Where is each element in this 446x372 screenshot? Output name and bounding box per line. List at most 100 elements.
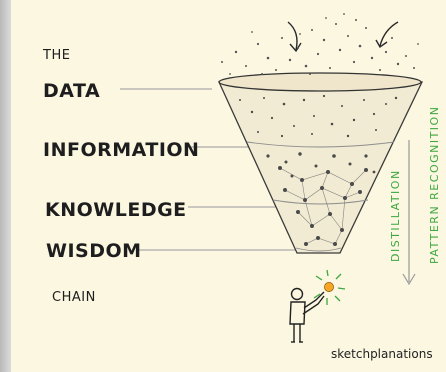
data-dot: [372, 170, 376, 174]
data-dot: [330, 122, 334, 126]
data-dot: [283, 188, 287, 192]
data-dot: [299, 33, 301, 35]
label-data: DATA: [43, 80, 101, 102]
stick-figure: [289, 287, 325, 343]
data-dot: [335, 23, 337, 25]
data-dot: [343, 196, 347, 200]
funnel-band-1: [246, 141, 395, 148]
data-dot: [352, 118, 356, 122]
data-dot: [391, 37, 393, 39]
data-dot: [340, 228, 344, 232]
data-dot: [288, 58, 292, 62]
data-dot: [303, 198, 307, 202]
data-dot: [314, 164, 318, 168]
label-pattern-recognition: PATTERN RECOGNITION: [428, 105, 441, 264]
funnel-rim: [218, 72, 422, 92]
data-dot: [251, 31, 253, 33]
data-dot: [372, 112, 376, 116]
data-dot: [278, 166, 282, 170]
label-chain: CHAIN: [52, 290, 96, 305]
data-dot: [350, 182, 354, 186]
data-dot: [328, 212, 332, 216]
data-dot: [322, 94, 326, 98]
data-dot: [320, 186, 324, 190]
label-knowledge: KNOWLEDGE: [45, 199, 187, 221]
data-dot: [365, 27, 367, 29]
data-dot: [293, 125, 295, 127]
arrow-left: [287, 21, 298, 51]
downward-arrow: [402, 140, 416, 286]
data-dot: [316, 52, 320, 56]
data-dot: [275, 69, 277, 71]
data-dot: [302, 98, 306, 102]
data-dot: [358, 44, 362, 48]
data-dot: [333, 242, 337, 246]
data-dot: [375, 129, 377, 131]
figure-body: [289, 301, 306, 325]
data-dot: [256, 42, 260, 46]
data-dot: [257, 131, 259, 133]
data-dot: [316, 236, 320, 240]
data-dot: [266, 154, 270, 158]
wisdom-gem: [324, 282, 334, 292]
data-dot: [370, 56, 374, 60]
data-dot: [300, 178, 304, 182]
figure-arm-2: [302, 295, 325, 315]
data-dot: [322, 38, 326, 42]
data-dot: [245, 65, 247, 67]
data-dot: [364, 168, 368, 172]
funnel-band-3: [295, 247, 342, 252]
data-dot: [379, 69, 381, 71]
data-dot: [338, 48, 342, 52]
data-dot: [239, 99, 241, 101]
data-dot: [298, 152, 302, 156]
data-dot: [396, 62, 400, 66]
label-the: THE: [43, 48, 71, 63]
data-dot: [405, 55, 407, 57]
data-dot: [270, 116, 274, 120]
label-information: INFORMATION: [43, 139, 200, 161]
data-dot: [263, 97, 265, 99]
data-dot: [304, 242, 308, 246]
funnel-inner-dots: [239, 94, 398, 246]
falling-data-dots: [221, 13, 419, 75]
data-dot: [313, 115, 315, 117]
data-dot: [358, 190, 362, 194]
data-dot: [284, 160, 288, 164]
credit-signature: sketchplanations: [331, 347, 433, 361]
data-dot: [363, 99, 365, 101]
data-dot: [329, 67, 331, 69]
data-dot: [417, 43, 419, 45]
data-dot: [332, 154, 336, 158]
data-dot: [326, 170, 330, 174]
data-dot: [364, 154, 368, 158]
wisdom-sparkle: [313, 269, 346, 305]
left-edge-strip: [0, 0, 11, 372]
data-dot: [250, 110, 254, 114]
figure-arm: [303, 291, 325, 309]
data-dot: [266, 56, 270, 60]
data-dot: [355, 19, 357, 21]
data-dot: [221, 61, 223, 63]
data-dot: [309, 73, 311, 75]
data-dot: [311, 133, 313, 135]
data-dot: [325, 17, 327, 19]
data-dot: [394, 96, 398, 100]
data-dot: [311, 29, 313, 31]
label-distillation: DISTILLATION: [389, 169, 402, 262]
data-dot: [385, 103, 387, 105]
data-dot: [347, 35, 349, 37]
data-dot: [413, 67, 415, 69]
figure-head: [290, 287, 304, 301]
data-dot: [348, 162, 352, 166]
data-dot: [343, 13, 345, 15]
data-dot: [261, 73, 263, 75]
data-dot: [304, 64, 308, 68]
data-dot: [346, 134, 350, 138]
data-dot: [229, 73, 231, 75]
data-dot: [297, 47, 299, 49]
data-dot: [290, 174, 294, 178]
data-dot: [280, 134, 284, 138]
